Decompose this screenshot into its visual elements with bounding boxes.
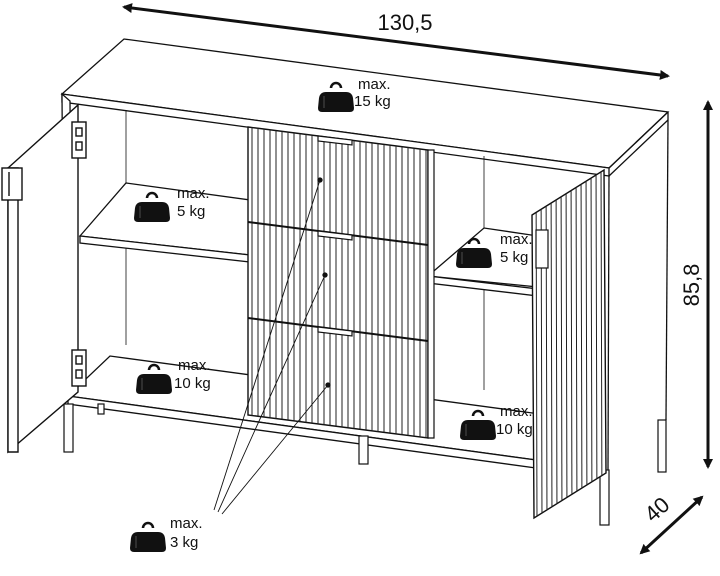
flute-line <box>560 170 563 518</box>
svg-text:max.: max. <box>358 76 391 93</box>
legs <box>63 403 667 526</box>
weight-icon <box>128 521 168 554</box>
flute-line <box>600 170 603 518</box>
flute-line <box>545 170 548 518</box>
flute-line <box>590 170 593 518</box>
svg-text:5 kg: 5 kg <box>500 249 528 266</box>
load-drawers: max. 3 kg <box>128 515 203 554</box>
load-left-shelf: max. 5 kg <box>132 185 210 224</box>
flute-line <box>535 170 538 518</box>
svg-text:max.: max. <box>178 357 211 374</box>
flute-line <box>570 170 573 518</box>
depth-label: 40 <box>640 492 675 527</box>
svg-text:max.: max. <box>500 403 533 420</box>
svg-text:max.: max. <box>500 231 533 248</box>
load-right-bottom: max. 10 kg <box>458 403 533 442</box>
flute-line <box>555 170 558 518</box>
depth-dimension <box>639 495 704 555</box>
load-right-shelf: max. 5 kg <box>454 231 533 270</box>
svg-text:5 kg: 5 kg <box>177 203 205 220</box>
svg-text:max.: max. <box>170 515 203 532</box>
flute-line <box>595 170 598 518</box>
hinge-bottom <box>71 349 87 387</box>
weight-icon <box>134 363 174 396</box>
height-label: 85,8 <box>679 264 704 307</box>
svg-text:10 kg: 10 kg <box>174 375 211 392</box>
flute-line <box>540 170 543 518</box>
svg-text:15 kg: 15 kg <box>354 93 391 110</box>
hinge-top <box>71 121 87 159</box>
flute-line <box>550 170 553 518</box>
right-door <box>531 168 607 520</box>
svg-text:3 kg: 3 kg <box>170 534 198 551</box>
flute-line <box>575 170 578 518</box>
left-shelf <box>78 182 251 263</box>
load-left-bottom: max. 10 kg <box>134 357 211 396</box>
load-top: max. 15 kg <box>316 76 391 114</box>
flute-line <box>580 170 583 518</box>
weight-icon <box>458 409 498 442</box>
width-dimension <box>122 3 670 80</box>
flute-line <box>585 170 588 518</box>
flute-line <box>565 170 568 518</box>
width-label: 130,5 <box>377 10 432 35</box>
drawer-stack <box>247 126 435 439</box>
left-door <box>1 103 87 454</box>
drawer-leader-lines <box>213 177 331 515</box>
svg-text:10 kg: 10 kg <box>496 421 533 438</box>
svg-text:max.: max. <box>177 185 210 202</box>
